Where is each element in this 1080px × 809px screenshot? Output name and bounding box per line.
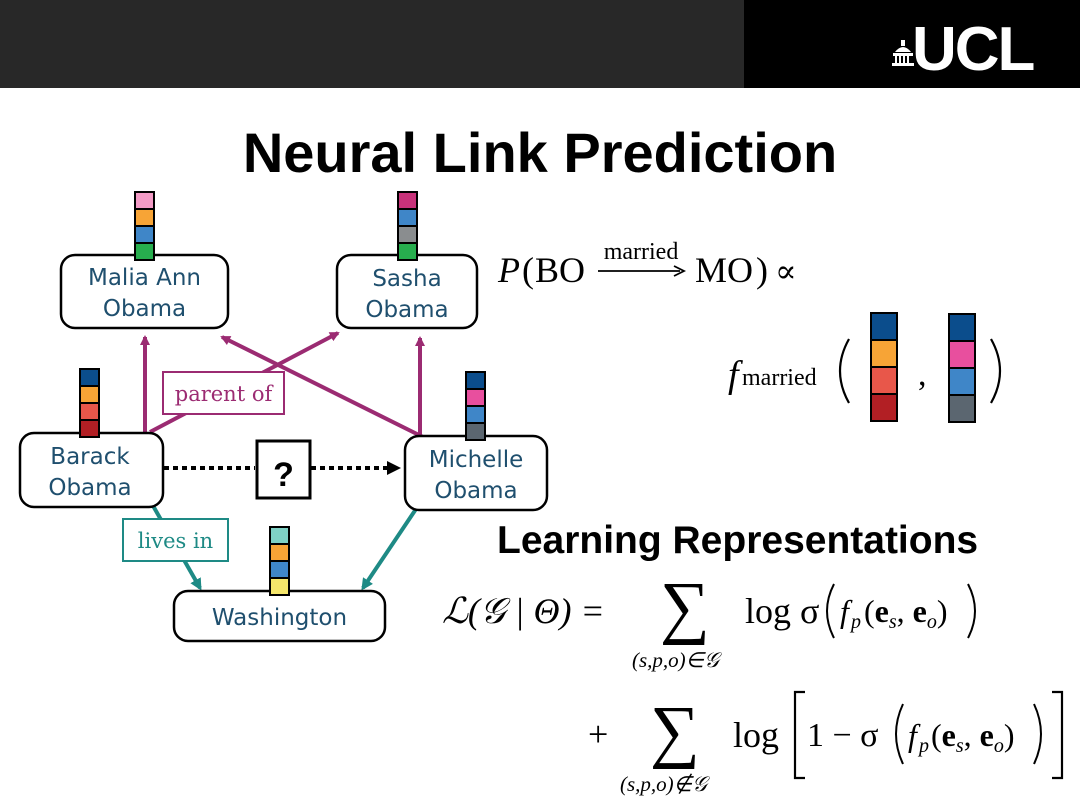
scoring-vector-bo-cell-3 — [870, 393, 898, 422]
embedding-malia-cell-2 — [134, 225, 155, 244]
embedding-michelle-cell-0 — [465, 371, 486, 390]
loss-term2-args: 1 − σ f p (es, eo) — [793, 690, 1064, 780]
scoring-vector-mo-cell-0 — [948, 313, 976, 342]
scoring-comma: , — [918, 356, 927, 393]
knowledge-graph: ? parent of lives in Malia Ann Obama Sas… — [18, 191, 549, 643]
loss-lhs: ℒ(𝒢 | Θ) = — [442, 591, 605, 631]
scoring-vector-bo-cell-0 — [870, 312, 898, 341]
edge-michelle-malia — [220, 335, 426, 440]
embedding-michelle-cell-3 — [465, 422, 486, 441]
sum1-subscript: (s,p,o)∈𝒢 — [632, 648, 719, 672]
slide-title: Neural Link Prediction — [242, 121, 838, 184]
formula-object: MO — [695, 250, 753, 290]
loss-term1-paren-close — [967, 583, 976, 639]
embedding-washington-cell-1 — [269, 543, 290, 562]
embedding-sasha-cell-0 — [397, 191, 418, 210]
loss-term1-paren-open — [826, 583, 835, 639]
scoring-f: f — [728, 354, 743, 396]
node-sasha-line1: Sasha — [372, 266, 441, 292]
embedding-sasha-cell-1 — [397, 208, 418, 227]
embedding-malia — [134, 191, 155, 261]
embedding-barack — [79, 368, 100, 438]
unknown-relation-label: ? — [273, 456, 294, 494]
loss-term2-f-sub: p — [917, 735, 929, 757]
embedding-barack-cell-0 — [79, 368, 100, 387]
scoring-vector-bo-cell-1 — [870, 339, 898, 368]
lives-in-label: lives in — [138, 529, 213, 553]
scoring-function: f married , — [728, 312, 1001, 423]
node-barack-line1: Barack — [50, 444, 130, 470]
sum2-subscript: (s,p,o)∉𝒢 — [620, 772, 707, 796]
formula-arrow-head — [673, 265, 687, 277]
loss-term2-paren-close — [1033, 703, 1042, 765]
node-malia-line2: Obama — [103, 296, 186, 322]
embedding-malia-cell-3 — [134, 242, 155, 261]
unknown-relation-box — [255, 439, 312, 500]
scoring-paren-close — [990, 338, 1001, 404]
section-subtitle: Learning Representations — [497, 519, 979, 562]
embedding-sasha-cell-3 — [397, 242, 418, 261]
loss-plus: + — [588, 714, 609, 754]
embedding-washington-cell-3 — [269, 577, 290, 596]
embedding-barack-cell-2 — [79, 402, 100, 421]
node-washington-line1: Washington — [212, 605, 347, 631]
loss-term1-f-sub: p — [849, 611, 861, 633]
embedding-michelle-cell-1 — [465, 388, 486, 407]
scoring-vector-mo-cell-1 — [948, 340, 976, 369]
loss-term2-bracket-close — [1052, 690, 1064, 780]
loss-term2-bracket-open — [793, 690, 805, 780]
probability-formula: P ( BO married MO ) ∝ — [497, 239, 797, 290]
scoring-paren-open — [839, 338, 850, 404]
formula-propto: ∝ — [775, 252, 797, 290]
ucl-logo[interactable]: UCL — [912, 15, 1035, 84]
embedding-washington-cell-0 — [269, 526, 290, 545]
embedding-washington-cell-2 — [269, 560, 290, 579]
embedding-barack-cell-3 — [79, 419, 100, 438]
node-sasha-line2: Obama — [365, 297, 448, 323]
scoring-vector-mo-cell-3 — [948, 394, 976, 423]
scoring-f-sub: married — [742, 365, 817, 391]
loss-term2-args-text: (es, eo) — [931, 717, 1015, 757]
portico-icon — [892, 40, 914, 66]
loss-term2-paren-open — [895, 703, 904, 765]
formula-relation: married — [604, 239, 679, 265]
sum2-symbol: ∑ — [650, 693, 700, 770]
loss-term1-args: f p (es, eo) — [826, 583, 976, 639]
node-barack-line2: Obama — [48, 475, 131, 501]
edge-michelle-washington — [361, 507, 418, 591]
sum1-symbol: ∑ — [660, 569, 710, 646]
lives-in-label-box — [122, 518, 229, 562]
formula-paren-close: ) — [756, 250, 768, 290]
scoring-vector-mo-cell-2 — [948, 367, 976, 396]
embedding-michelle-cell-2 — [465, 405, 486, 424]
formula-p: P — [497, 250, 520, 290]
embedding-malia-cell-1 — [134, 208, 155, 227]
parent-of-label-box — [162, 371, 285, 415]
node-michelle-line1: Michelle — [429, 447, 524, 473]
node-malia-line1: Malia Ann — [88, 265, 201, 291]
parent-of-label: parent of — [175, 382, 275, 406]
embedding-michelle — [465, 371, 486, 441]
scoring-vector-bo-cell-2 — [870, 366, 898, 395]
embedding-sasha — [397, 191, 418, 261]
embedding-washington — [269, 526, 290, 596]
formula-paren-open: ( — [522, 250, 534, 290]
scoring-vector-mo — [948, 313, 976, 423]
scoring-vector-bo — [870, 312, 898, 422]
logo-area — [744, 0, 1080, 88]
formula-subject: BO — [535, 250, 585, 290]
loss-term2: log — [733, 715, 780, 755]
loss-term1: log σ — [745, 591, 820, 631]
loss-term1-args-text: (es, eo) — [864, 593, 948, 633]
embedding-malia-cell-0 — [134, 191, 155, 210]
loss-term2-one-minus: 1 − σ — [807, 717, 879, 754]
embedding-barack-cell-1 — [79, 385, 100, 404]
node-michelle-line2: Obama — [434, 478, 517, 504]
embedding-sasha-cell-2 — [397, 225, 418, 244]
